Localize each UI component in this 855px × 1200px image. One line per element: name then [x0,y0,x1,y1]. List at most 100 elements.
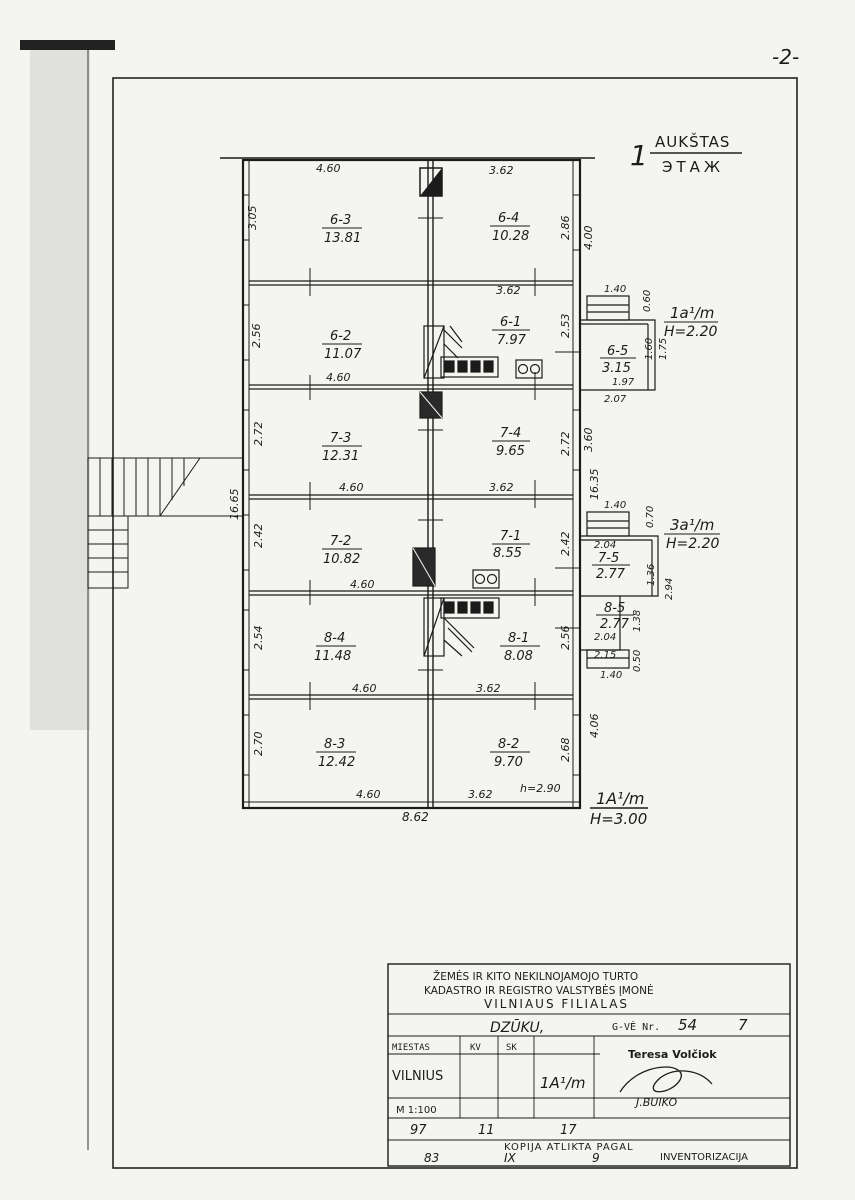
annex-top-h-side: 1.75 [658,338,669,360]
room-id: 7-4 [500,426,521,441]
door-marks [309,217,580,710]
annex-bottom-tag: 3a¹/m [670,516,714,534]
dim-row1-h-left: 3.05 [246,206,259,231]
annex-bottom-room-a: 7-5 [598,551,619,566]
annex-top-h-mid: 1.60 [644,338,655,360]
annex-top-room-id: 6-5 [607,344,628,359]
building-walls [220,157,595,810]
hob-7-1 [472,569,500,589]
annex-bottom-h-total: 2.94 [664,578,675,600]
scan-edge-shadow [30,50,90,730]
signature-scribble [619,1066,713,1093]
annex-top-h-top: 0.60 [642,290,653,312]
room-id: 6-4 [498,211,519,226]
stamp-date2-day: 9 [592,1151,600,1165]
annex-bottom-w-b: 2.04 [594,632,616,643]
building-tag: 1A¹/m H=3.00 [590,789,648,828]
stamp-date1-month: 11 [478,1123,495,1138]
room-area: 11.48 [314,649,351,664]
registry-stamp: ŽEMĖS IR KITO NEKILNOJAMOJO TURTO KADAST… [387,963,791,1167]
annex-top-tag: 1a¹/m [670,304,714,322]
annex-bottom-h-b: 1.38 [632,610,643,632]
annex-bottom-w-a: 2.04 [594,540,616,551]
dim-row2-h-right: 2.53 [559,314,572,339]
dim-right-16-35: 16.35 [588,469,601,501]
stamp-col-sk: SK [506,1043,517,1053]
annex-top-w-top: 1.40 [604,284,626,295]
annex-top-height: H=2.20 [664,324,718,340]
stamp-date1-day: 17 [560,1123,577,1138]
stamp-org-line3: VILNIAUS FILIALAS [484,997,629,1011]
stamp-city: VILNIUS [392,1069,443,1084]
floor-title: 1 AUKŠTAS ЭТАЖ [630,132,742,176]
room-6-3: 6-3 13.81 [322,213,362,246]
page-number: -2- [772,45,799,69]
room-area: 12.31 [322,449,359,464]
dim-right-4-00: 4.00 [582,226,595,251]
stamp-date2-month: IX [504,1151,517,1165]
annex-bottom-h-bottom: 0.50 [632,650,643,672]
room-id: 8-1 [508,631,529,646]
room-8-1: 8-1 8.08 [500,631,540,664]
room-8-2: 8-2 9.70 [490,737,530,770]
room-7-1: 7-1 8.55 [492,529,530,561]
dim-bottom-left: 4.60 [356,788,381,801]
room-id: 8-4 [324,631,345,646]
dim-row6-h-right: 2.68 [559,738,572,763]
stamp-scale: M 1:100 [396,1105,437,1116]
chimney-2 [419,391,443,419]
room-6-1: 6-1 7.97 [492,315,530,348]
stamp-org-line1: ŽEMĖS IR KITO NEKILNOJAMOJO TURTO [433,970,638,983]
room-id: 7-2 [330,534,351,549]
annex-bottom-height: H=2.20 [666,536,720,552]
dim-right-3-60: 3.60 [582,428,595,453]
dim-bottom-right: 3.62 [468,788,493,801]
dim-row3-bottom-left: 4.60 [339,481,364,494]
stamp-building-tag: 1A¹/m [540,1074,585,1092]
dim-row5-h-left: 2.54 [252,626,265,651]
room-area: 9.65 [496,444,525,459]
room-6-2: 6-2 11.07 [322,329,362,362]
building-height: H=3.00 [590,810,647,828]
annex-bottom-w-top: 1.40 [604,500,626,511]
floor-label-lt: AUKŠTAS [655,132,730,151]
floor-label-ru: ЭТАЖ [662,158,724,176]
room-6-4: 6-4 10.28 [490,211,530,244]
room-7-4: 7-4 9.65 [492,426,530,459]
stove-6-1 [423,325,499,379]
stamp-col-kv: KV [470,1043,481,1053]
stamp-house-no: 54 [678,1016,697,1034]
annex-bottom-area-a: 2.77 [596,567,626,582]
dim-total-width: 8.62 [402,810,429,824]
room-area: 7.97 [497,333,527,348]
building-tag-label: 1A¹/m [596,789,645,808]
dim-row5-bottom-left: 4.60 [352,682,377,695]
hob-6-1 [515,359,543,379]
stamp-signer2: J.BUIKO [634,1096,678,1109]
dim-row2-bottom-left: 4.60 [326,371,351,384]
annex-top [580,295,656,391]
stamp-copy-line: KOPIJA ATLIKTA PAGAL [504,1142,634,1153]
dim-row3-h-right: 2.72 [559,432,572,457]
dim-right-4-06: 4.06 [588,714,601,739]
annex-bottom-w-bottom: 1.40 [600,670,622,681]
dim-row4-h-right: 2.42 [559,532,572,557]
room-id: 7-3 [330,431,351,446]
stamp-date1-year: 97 [410,1123,427,1138]
dim-row4-bottom-left: 4.60 [350,578,375,591]
dim-top-right: 3.62 [489,164,514,177]
room-8-3: 8-3 12.42 [316,737,356,770]
staircase [87,457,244,589]
window-marks [243,194,580,776]
stove-8-1 [423,597,500,657]
room-id: 7-1 [500,529,521,544]
room-area: 11.07 [324,347,362,362]
drawing-frame [112,77,798,1169]
dim-row1-h-right: 2.86 [559,216,572,241]
dim-top-left: 4.60 [316,162,341,175]
stamp-date2-year: 83 [424,1151,439,1165]
stamp-house-letter: 7 [738,1016,748,1034]
room-area: 10.28 [492,229,529,244]
stamp-house-label: G-VĖ Nr. [612,1020,660,1033]
annex-top-w-inner: 1.97 [612,377,635,388]
